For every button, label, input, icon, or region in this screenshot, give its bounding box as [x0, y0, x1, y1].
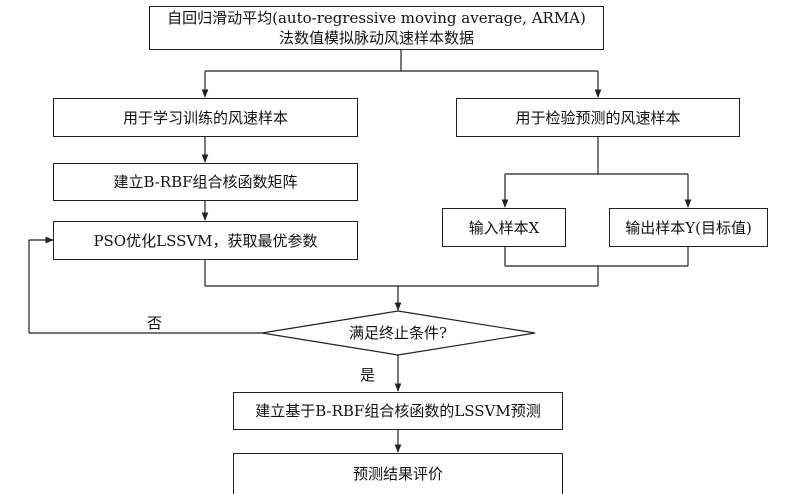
output-samples-box: 输出样本Y(目标值) [609, 208, 768, 247]
build-predict-label: 建立基于B-RBF组合核函数的LSSVM预测 [255, 402, 541, 420]
build-predict-box: 建立基于B-RBF组合核函数的LSSVM预测 [233, 392, 563, 430]
generate-samples-box: 自回归滑动平均(auto-regressive moving average, … [149, 6, 604, 50]
condition-label: 满足终止条件? [348, 324, 448, 342]
input-samples-box: 输入样本X [442, 208, 566, 247]
output-samples-label: 输出样本Y(目标值) [625, 218, 752, 237]
pso-optimize-box: PSO优化LSSVM，获取最优参数 [53, 221, 358, 260]
train-samples-box: 用于学习训练的风速样本 [53, 98, 358, 137]
evaluate-label: 预测结果评价 [352, 465, 443, 483]
evaluate-box: 预测结果评价 [233, 453, 563, 494]
pso-optimize-label: PSO优化LSSVM，获取最优参数 [93, 231, 318, 250]
test-samples-label: 用于检验预测的风速样本 [515, 108, 681, 127]
test-samples-box: 用于检验预测的风速样本 [456, 98, 740, 137]
build-kernel-box: 建立B-RBF组合核函数矩阵 [53, 163, 358, 201]
edge-label-yes: 是 [360, 366, 376, 384]
generate-samples-line1: 自回归滑动平均(auto-regressive moving average, … [167, 9, 586, 27]
edge-label-no: 否 [147, 314, 163, 332]
build-kernel-label: 建立B-RBF组合核函数矩阵 [113, 173, 298, 191]
generate-samples-line2: 法数值模拟脉动风速样本数据 [278, 29, 474, 47]
input-samples-label: 输入样本X [468, 218, 540, 237]
train-samples-label: 用于学习训练的风速样本 [122, 108, 288, 127]
